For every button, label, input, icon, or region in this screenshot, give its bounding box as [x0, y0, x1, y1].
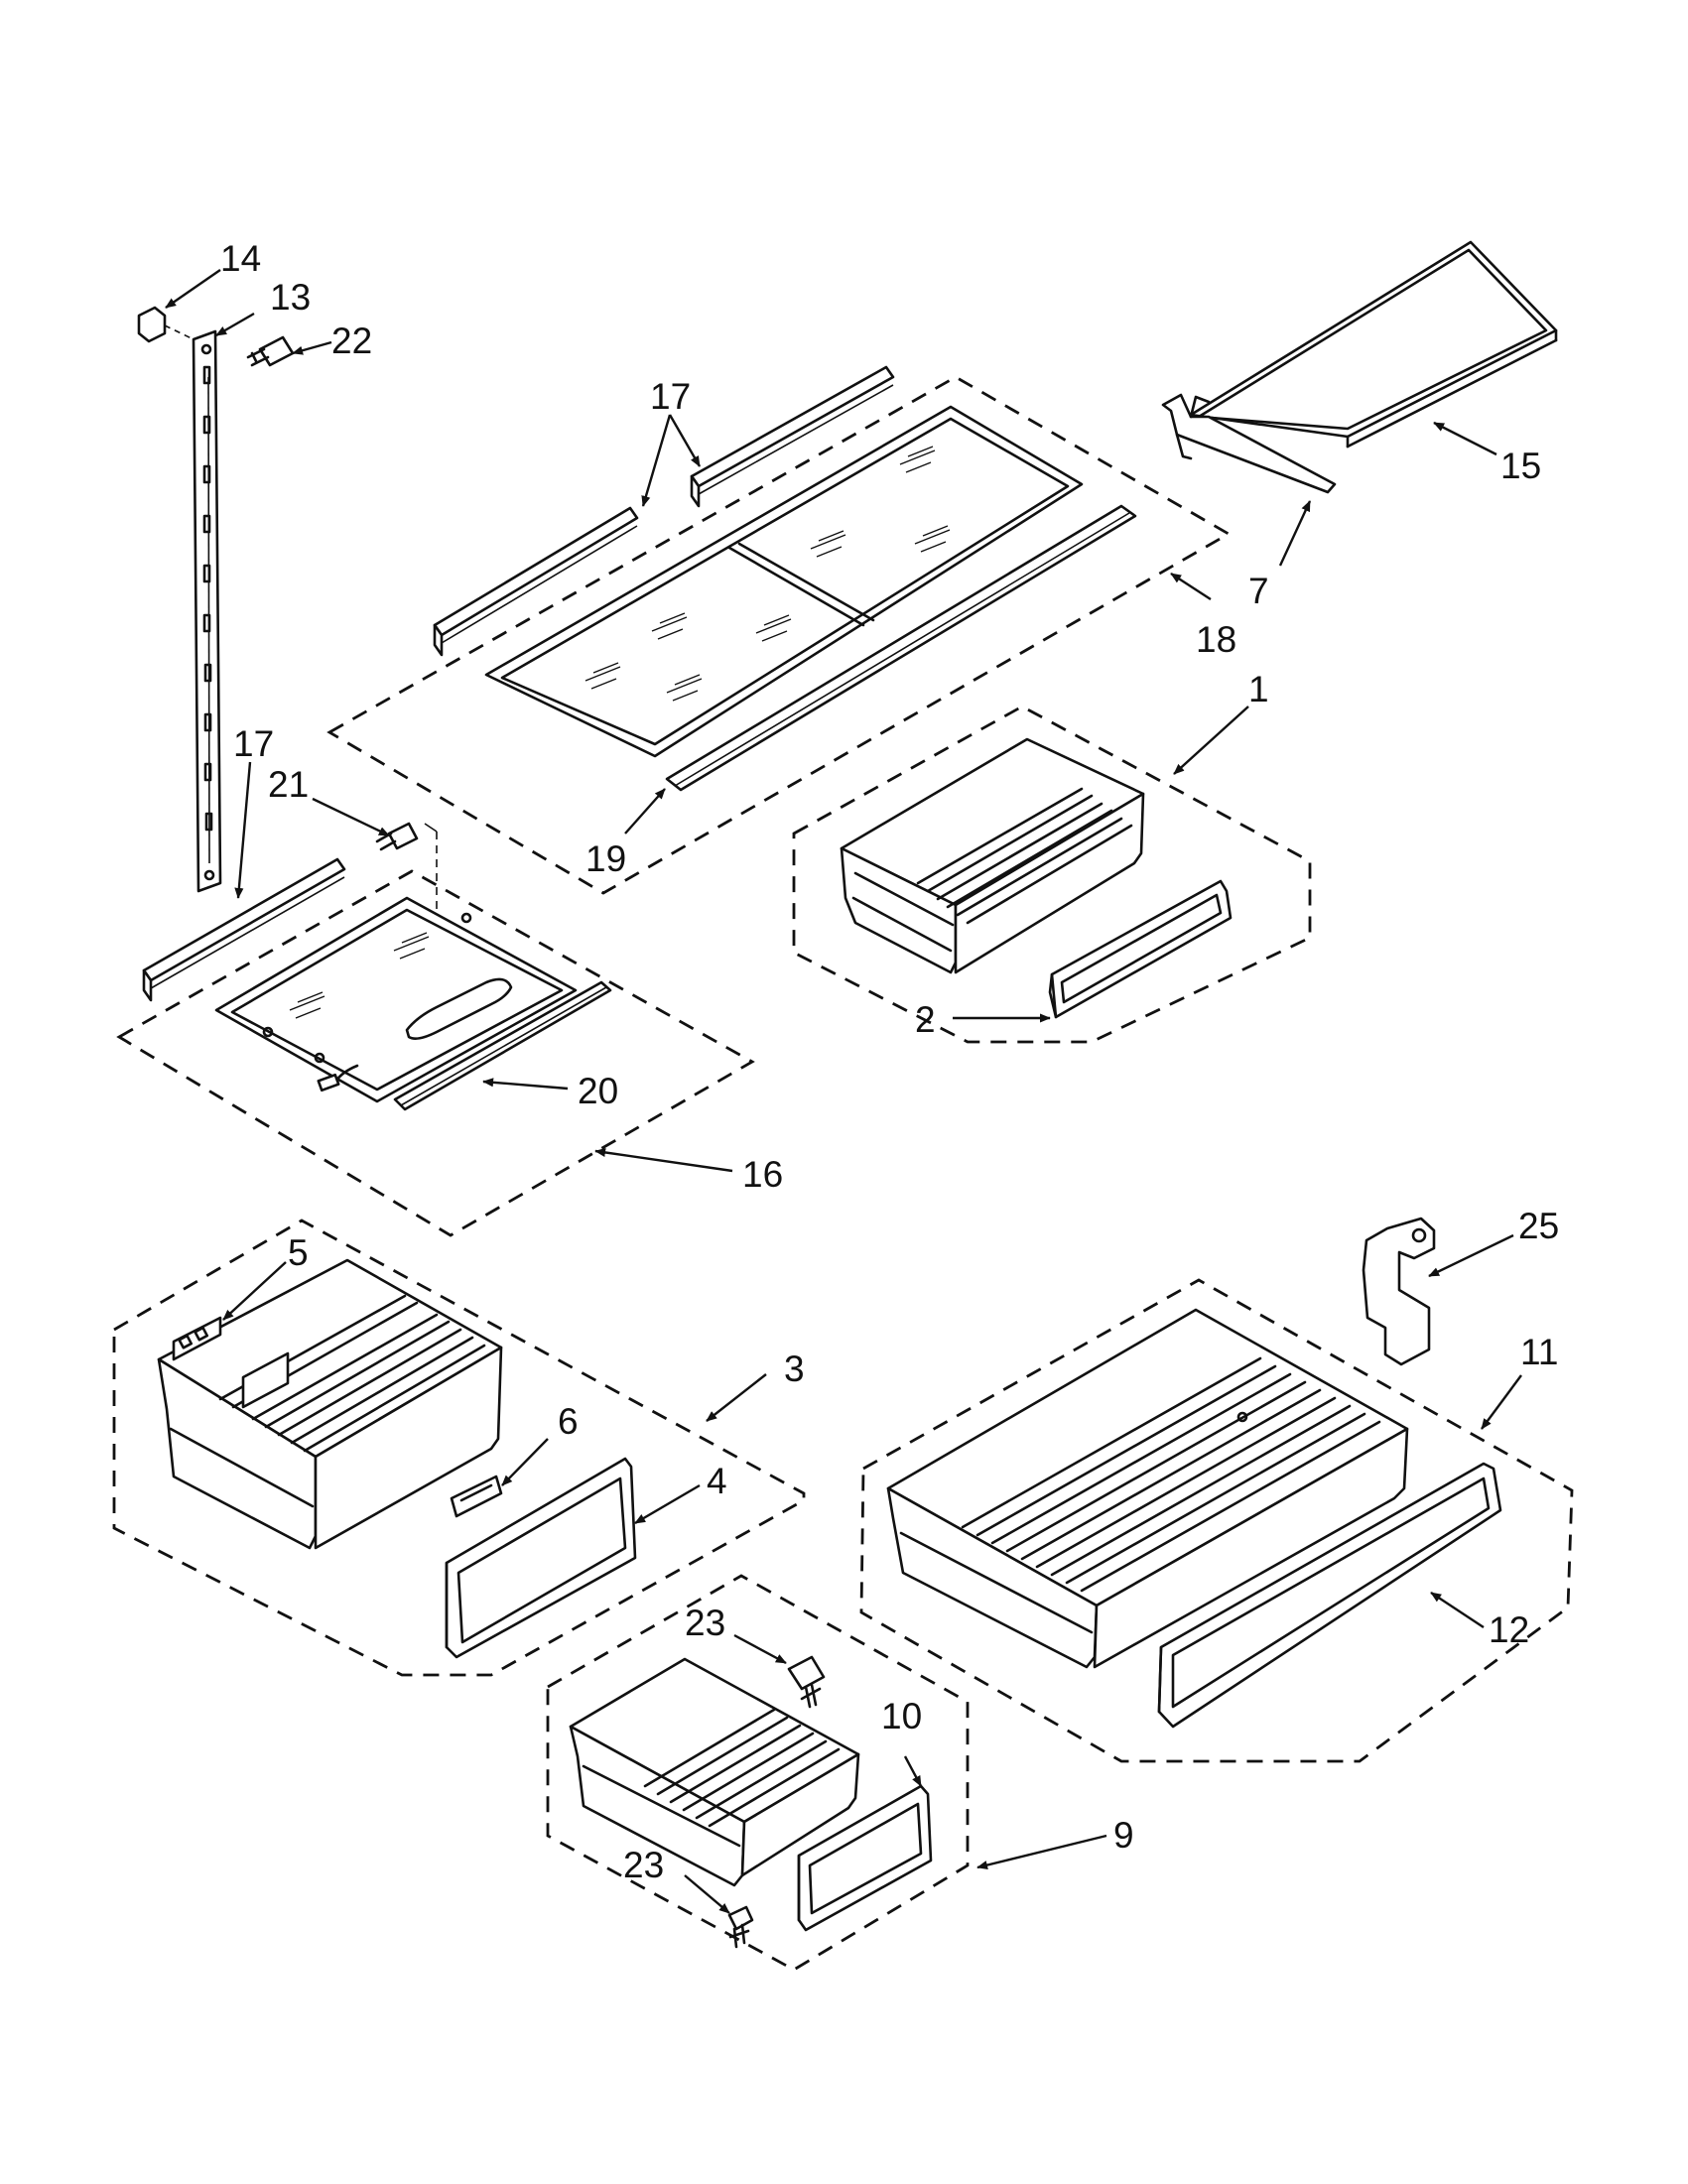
callout-10: 10: [881, 1696, 922, 1736]
callout-5: 5: [288, 1232, 309, 1273]
pantry-pan-ribs: [961, 1356, 1381, 1593]
callout-20: 20: [578, 1071, 618, 1111]
shelf-ladder-assembly: [137, 306, 295, 893]
lower-shelf-assembly: [116, 822, 755, 1237]
crisper-cover-upper-part: [1048, 879, 1233, 1019]
pantry-drawer-boundary: [859, 1278, 1574, 1763]
small-crisper-boundary: [546, 1574, 970, 1972]
callout-labels: 14 13 22 17 15 7 18 1 17 21 19 2 20 16 5…: [220, 238, 1559, 1885]
callout-17-upper: 17: [650, 376, 691, 417]
callout-4: 4: [707, 1461, 727, 1501]
callout-21: 21: [268, 764, 309, 805]
callout-6: 6: [558, 1401, 579, 1442]
deli-drawer-assembly: [112, 1219, 806, 1677]
deli-cover-part: [445, 1457, 637, 1659]
small-crisper-screw-top-part: [787, 1655, 826, 1709]
drawer-bracket-part: [1362, 1217, 1436, 1366]
pantry-cover-part: [1157, 1462, 1502, 1729]
deli-control-box: [241, 1351, 290, 1409]
callout-3: 3: [784, 1349, 805, 1389]
lower-shelf-screw-part: [375, 822, 438, 913]
lower-glass-shelf-part: [214, 896, 578, 1103]
callout-15: 15: [1500, 446, 1541, 486]
upper-shelf-rail-right: [690, 365, 895, 508]
lower-shelf-trim-part: [393, 980, 612, 1111]
crisper-upper-ribs: [916, 787, 1133, 925]
callout-7: 7: [1248, 571, 1269, 611]
upper-glass-shelf-part: [484, 405, 1084, 758]
callout-25: 25: [1518, 1206, 1559, 1246]
callout-14: 14: [220, 238, 261, 279]
shelf-wiring-connector: [317, 1064, 359, 1092]
lower-shelf-boundary: [116, 869, 755, 1237]
leader-lines: [165, 269, 1522, 1914]
callout-18: 18: [1196, 619, 1236, 660]
pantry-pan-part: [886, 1308, 1409, 1669]
callout-13: 13: [270, 277, 311, 318]
small-glass-shelf-part: [1189, 240, 1558, 449]
callout-12: 12: [1489, 1609, 1529, 1650]
deli-drawer-boundary: [112, 1219, 806, 1677]
shelf-bracket-part: [1161, 393, 1337, 494]
small-crisper-ribs: [643, 1708, 841, 1828]
callout-16: 16: [742, 1154, 783, 1195]
lower-shelf-rail: [142, 857, 346, 1002]
small-crisper-assembly: [546, 1574, 970, 1972]
callout-11: 11: [1520, 1332, 1558, 1372]
pantry-drawer-assembly: [859, 1278, 1574, 1763]
callout-23-upper: 23: [685, 1603, 725, 1643]
upper-shelf-assembly: [326, 365, 1232, 895]
callout-1: 1: [1248, 669, 1269, 709]
small-crisper-pan-part: [569, 1657, 860, 1887]
crisper-upper-boundary: [792, 705, 1312, 1044]
deli-control-knob-part: [450, 1475, 503, 1518]
callout-19: 19: [585, 838, 626, 879]
small-shelf-assembly: [1161, 240, 1558, 494]
callout-9: 9: [1113, 1815, 1134, 1856]
callout-23-lower: 23: [623, 1845, 664, 1885]
upper-shelf-rail-left: [433, 506, 639, 657]
small-crisper-screw-bottom-part: [727, 1905, 754, 1949]
crisper-drawer-assembly-upper: [792, 705, 1312, 1044]
upper-shelf-trim-part: [665, 504, 1137, 792]
shelf-ladder-part: [192, 329, 222, 893]
glass-glare-marks: [584, 446, 951, 702]
ladder-screw-part: [246, 335, 295, 367]
callout-2: 2: [915, 999, 936, 1040]
crisper-pan-upper-part: [840, 737, 1145, 974]
deli-control-panel-part: [172, 1316, 222, 1361]
deli-pan-part: [157, 1258, 503, 1550]
callout-22: 22: [331, 321, 372, 361]
callout-17-lower: 17: [233, 723, 274, 764]
ladder-cap-part: [137, 306, 167, 343]
upper-shelf-boundary: [326, 375, 1232, 895]
ladder-slots: [200, 343, 215, 881]
